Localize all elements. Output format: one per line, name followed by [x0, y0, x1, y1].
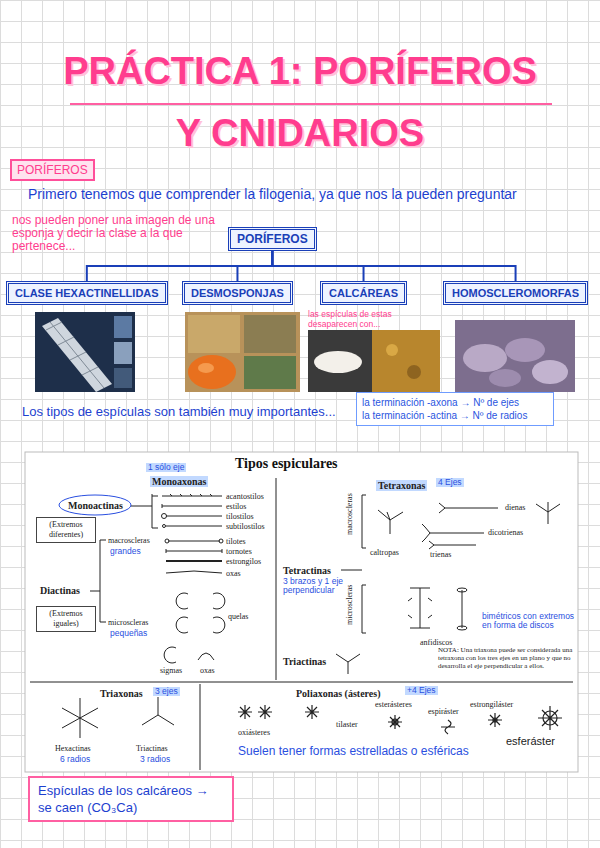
annotation: 1 sólo eje	[146, 463, 186, 472]
spicule-name: quelas	[228, 612, 248, 621]
box-text: DESMOSPONJAS	[191, 287, 284, 299]
box-text: la terminación -axona → Nº de ejes	[362, 396, 548, 409]
spicule-name: esterásteres	[375, 700, 412, 709]
section-tag: PORÍFEROS	[10, 159, 95, 181]
annotation: Suelen tener formas estrelladas o esféri…	[238, 744, 469, 758]
spicule-name: esferáster	[506, 735, 555, 747]
annotation: bimétricos con extremos en forma de disc…	[482, 612, 577, 630]
group-label: Monoactinas	[68, 500, 123, 511]
annotation: 3 brazos y 1 eje perpendicular	[283, 577, 345, 595]
box-text: PORÍFEROS	[17, 163, 88, 177]
note-text: NOTA: Una triaxona puede ser considerada…	[438, 646, 576, 670]
spicule-name: tornotes	[226, 547, 252, 556]
annotation: 4 Ejes	[436, 478, 464, 487]
spicule-name: dienas	[505, 503, 525, 512]
size-label: microscleras	[108, 618, 148, 627]
annotation: grandes	[110, 547, 141, 556]
box-text: Espículas de los calcáreos → se caen (CO…	[38, 782, 224, 816]
box-text: PORÍFEROS	[237, 232, 308, 246]
note-box: (Extremos diferentes)	[36, 517, 96, 543]
annotation: 3 ejes	[153, 687, 180, 696]
annotation: 3 radios	[140, 755, 170, 764]
annotation: 6 radios	[60, 755, 90, 764]
spicule-name: estrongiláster	[470, 700, 513, 709]
intro-text: Primero tenemos que comprender la filoge…	[28, 186, 593, 203]
spicule-name: caltropas	[370, 548, 399, 557]
figure-panel	[25, 452, 578, 772]
spicule-name: Triactinas	[136, 744, 168, 753]
annotation: +4 Ejes	[405, 686, 438, 695]
group-label: Monoaxonas	[150, 476, 208, 487]
class-box: HOMOSCLEROMORFAS	[443, 281, 588, 305]
group-label: Triaxonas	[100, 688, 143, 699]
spicule-name: acantostilos	[226, 492, 264, 501]
spicule-name: oxas	[200, 666, 215, 675]
box-text: (Extremos diferentes)	[40, 520, 92, 540]
box-text: (Extremos iguales)	[40, 609, 92, 629]
photo-hexactinellida	[35, 312, 135, 392]
tree-connector	[272, 251, 515, 281]
tree-connector	[87, 251, 273, 281]
spicule-name: anfidiscos	[420, 638, 452, 647]
spicule-name: tilotes	[226, 537, 246, 546]
class-box: CLASE HEXACTINELLIDAS	[6, 281, 168, 305]
spicule-name: subtilostilos	[226, 522, 265, 531]
side-note: las espículas de estas desaparecen con..…	[308, 309, 420, 329]
root-box: PORÍFEROS	[228, 227, 317, 251]
size-label: macroscleras	[345, 493, 354, 535]
note-box: la terminación -axona → Nº de ejesla ter…	[356, 392, 554, 426]
group-label: Tetractinas	[283, 565, 331, 576]
box-text: HOMOSCLEROMORFAS	[452, 287, 579, 299]
size-label: macroscleras	[108, 536, 150, 545]
note-box: (Extremos iguales)	[36, 606, 96, 632]
photo-homoscleromorpha	[455, 320, 575, 392]
box-text: CLASE HEXACTINELLIDAS	[15, 287, 159, 299]
group-label: Diactinas	[40, 585, 80, 596]
spicule-name: oxas	[226, 569, 241, 578]
class-box: CALCÁREAS	[320, 281, 407, 305]
group-label: Tetraxonas	[376, 480, 427, 491]
spicule-name: estrongilos	[226, 557, 261, 566]
page-title: PRÁCTICA 1: PORÍFEROS Y CNIDARIOS	[53, 40, 547, 164]
photo-desmospongiae	[185, 312, 300, 392]
spicule-name: espiráster	[428, 707, 459, 716]
figure-title: Tipos espiculares	[235, 456, 338, 472]
size-label: microscleras	[345, 585, 354, 625]
group-label: Poliaxonas (ásteres)	[296, 688, 381, 699]
spicule-name: sigmas	[160, 666, 182, 675]
spicule-name: dicotrienas	[488, 528, 523, 537]
class-box: DESMOSPONJAS	[182, 281, 293, 305]
spicule-name: oxiásteres	[238, 728, 270, 737]
spicule-name: tilaster	[336, 720, 358, 729]
annotation: pequeñas	[110, 629, 147, 638]
spicule-name: Hexactinas	[55, 744, 91, 753]
photo-calcarea	[308, 330, 440, 392]
summary-box: Espículas de los calcáreos → se caen (CO…	[28, 776, 234, 822]
tree-connector	[237, 251, 272, 281]
intro-text: Los tipos de espículas son también muy i…	[22, 404, 350, 420]
box-text: la terminación -actina → Nº de radios	[362, 409, 548, 422]
group-label: Triactinas	[283, 656, 326, 667]
spicule-name: tilostilos	[226, 512, 254, 521]
side-note: nos pueden poner una imagen de una espon…	[12, 214, 227, 253]
spicule-name: trienas	[430, 550, 451, 559]
spicule-name: estilos	[226, 502, 246, 511]
box-text: CALCÁREAS	[329, 287, 398, 299]
